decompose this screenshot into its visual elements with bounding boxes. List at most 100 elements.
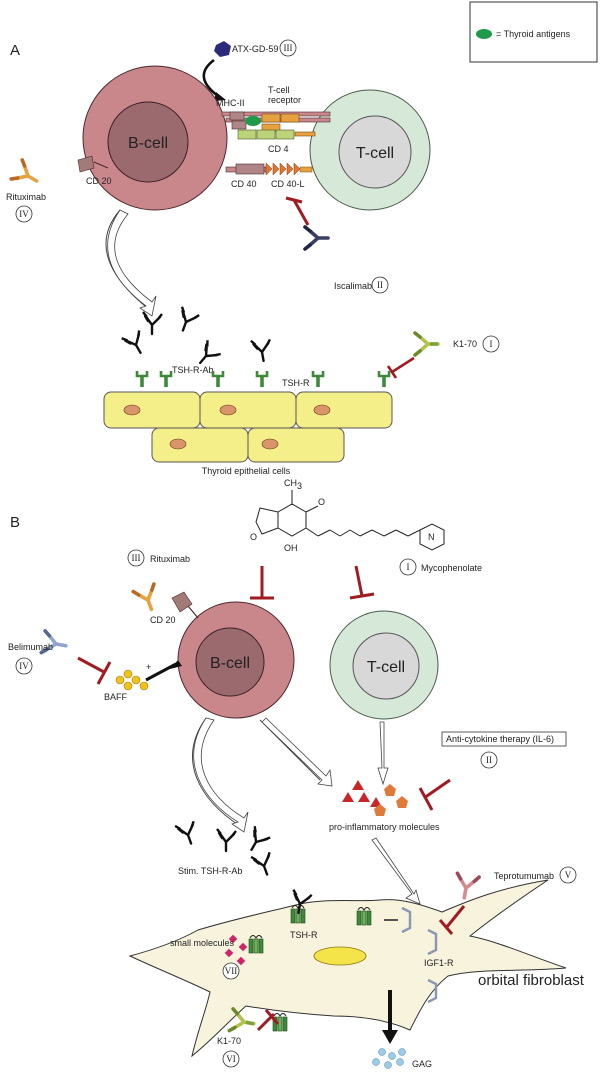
atx-arrowhead [214, 92, 226, 101]
tcr-segment-1 [261, 113, 281, 123]
roman-badge-ritux-b [127, 549, 145, 567]
epithelial-cell-4 [151, 427, 249, 463]
baff-dot-2 [123, 669, 133, 679]
roman-beli: IV [19, 661, 29, 671]
label-orbital-fibroblast: orbital fibroblast [478, 972, 585, 989]
label-tshr-ab: TSH-R-Ab [172, 365, 214, 375]
epithelial-cell-1 [103, 391, 201, 429]
fibroblast-nucleus [313, 946, 367, 966]
cd20-receptor-a [77, 155, 95, 173]
label-epithelial: Thyroid epithelial cells [202, 466, 291, 476]
mhc-ii-receptor-2 [231, 120, 247, 130]
roman-k170-b: VI [226, 1054, 236, 1064]
label-cd40l: CD 40-L [271, 179, 305, 189]
teprotumumab-inhibitor [438, 905, 466, 935]
gag-dot-1 [378, 1048, 386, 1056]
label-k1-70-b: K1-70 [217, 1036, 241, 1046]
myco-inhibitor-b-cell [250, 566, 274, 600]
anticytokine-box [441, 731, 567, 747]
thyroid-antigen [245, 116, 261, 126]
epithelial-cell-3 [295, 391, 393, 429]
epithelial-nucleus-4 [169, 438, 187, 450]
label-proinflam: pro-inflammatory molecules [329, 822, 440, 832]
epithelial-nucleus-2 [219, 404, 237, 416]
b-to-proinflam-arrow [261, 717, 333, 787]
mycophenolate-structure [255, 490, 445, 551]
cd40l-seg-4 [286, 162, 294, 176]
label-teprotumumab: Teprotumumab [494, 871, 554, 881]
stim-ab-3-icon [242, 825, 273, 856]
label-cd40: CD 40 [231, 179, 257, 189]
label-igf1r: IGF1-R [424, 958, 454, 968]
panel-a-letter: A [10, 42, 20, 59]
b-cell-a-arrow-shape [107, 209, 157, 317]
proinflam-triangle-1 [352, 780, 364, 790]
t-to-proinflam-arrow [377, 721, 389, 786]
mol-oh-label: OH [284, 543, 298, 553]
stim-ab-1-icon [173, 818, 202, 848]
roman-anticyto: II [486, 755, 492, 765]
label-tshr-a: TSH-R [282, 378, 310, 388]
roman-badge-tepro [559, 866, 577, 884]
cd4-segment-2 [256, 129, 276, 140]
roman-badge-anticyto [480, 751, 498, 769]
tshr-receptor-4 [255, 369, 269, 389]
label-mycophenolate: Mycophenolate [421, 563, 482, 573]
label-iscalimab: Iscalimab [334, 281, 372, 291]
label-tcr-line2: receptor [268, 95, 301, 105]
iscalimab-antibody-icon [303, 225, 330, 251]
roman-badge-myco [399, 558, 417, 576]
gag-dot-6 [396, 1058, 404, 1066]
orbital-fibroblast-body [128, 879, 567, 1058]
proinflam-to-fibroblast-arrow [371, 837, 421, 905]
label-atx-gd-59: ATX-GD-59 [232, 44, 278, 54]
b-cell-b-label: B-cell [210, 655, 250, 672]
thyroid-antigen-icon [476, 29, 492, 39]
epithelial-cell-5 [247, 427, 345, 463]
iscalimab-inhibitor-bar [285, 196, 310, 226]
b-to-stimab-arrow [193, 717, 249, 833]
label-stim-ab: Stim. TSH-R-Ab [178, 866, 242, 876]
epithelial-cell-2 [199, 391, 297, 429]
roman-ritux-a: IV [19, 209, 29, 219]
epithelial-nucleus-5 [261, 438, 279, 450]
panel-b-letter: B [10, 514, 20, 531]
legend-label: = Thyroid antigens [496, 29, 571, 39]
stim-ab-4-icon [249, 849, 278, 879]
label-cd4: CD 4 [268, 144, 289, 154]
teprotumumab-antibody-icon [451, 871, 481, 902]
mhc-ii-receptor [229, 111, 245, 121]
b-cell-a-nucleus [107, 101, 189, 183]
k1-70-antibody-a-icon [413, 331, 440, 357]
cd4-segment-1 [237, 129, 257, 140]
tshr-receptor-5 [311, 369, 325, 389]
rituximab-antibody-a-icon [9, 158, 44, 193]
cd20-stalk-a [93, 161, 109, 169]
baff-dot-4 [131, 675, 141, 685]
b-cell-b-nucleus [195, 627, 265, 697]
t-cell-a-label: T-cell [356, 145, 394, 162]
epithelial-nucleus-1 [123, 404, 141, 416]
atx-gd-59-molecule-icon [214, 41, 231, 57]
baff-arrowhead [170, 660, 182, 669]
mol-ch3-sub: 3 [297, 481, 302, 491]
belimumab-inhibitor [77, 656, 112, 685]
cd40l-stalk [299, 166, 313, 173]
label-cd20-a: CD 20 [86, 176, 112, 186]
mol-n-label: N [428, 532, 435, 542]
mol-o-label: O [318, 497, 325, 507]
label-small-molecules: small molecules [170, 938, 235, 948]
proinflam-triangle-4 [370, 797, 382, 807]
label-rituximab-a: Rituximab [6, 192, 46, 202]
roman-badge-k170-b [222, 1050, 240, 1068]
proinflam-pentagon-3 [374, 804, 386, 816]
tshr-receptor-6 [377, 369, 391, 389]
cd20-stalk-b [187, 605, 199, 619]
cd4-tail [294, 131, 316, 137]
roman-badge-small [222, 962, 240, 980]
roman-badge-iscal [371, 276, 389, 294]
roman-small: VII [225, 966, 238, 976]
anticytokine-inhibitor [418, 778, 451, 811]
label-tshr-b: TSH-R [290, 930, 318, 940]
